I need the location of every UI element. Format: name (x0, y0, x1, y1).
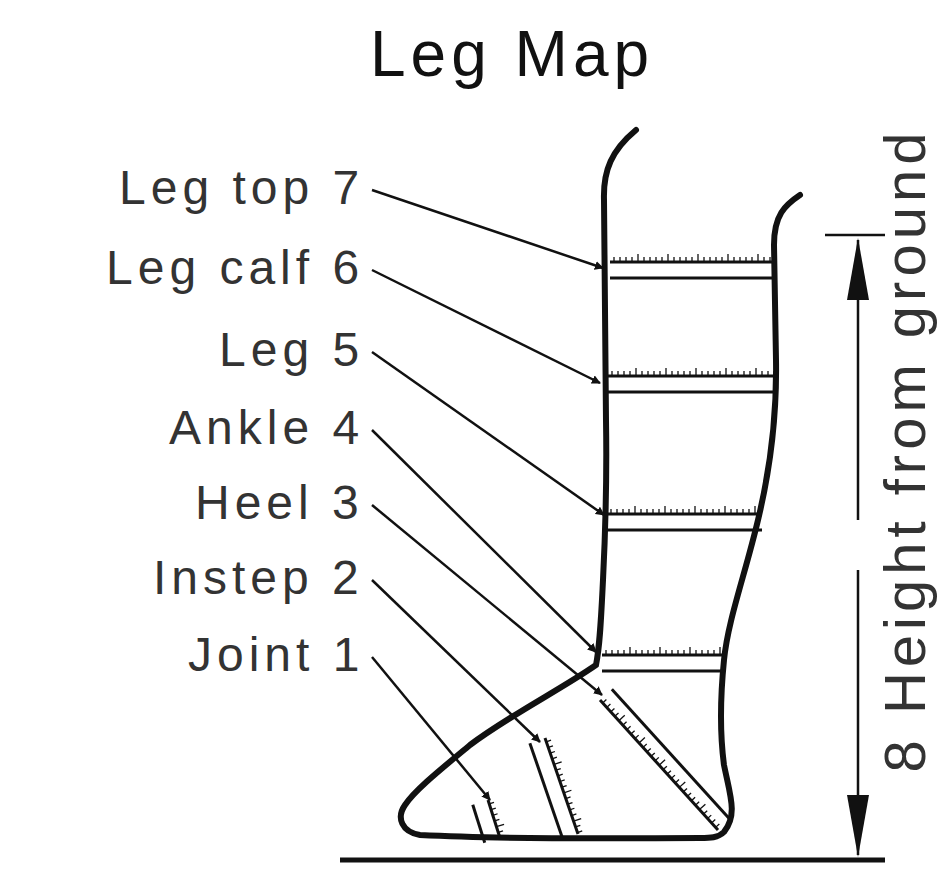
part-label: Instep 2 (153, 554, 364, 602)
dimension-label: 8 Height from ground (876, 128, 934, 773)
part-label: Ankle 4 (169, 404, 364, 452)
leg-outline (401, 130, 700, 838)
part-label: Leg top 7 (119, 164, 364, 212)
part-label: Heel 3 (195, 479, 364, 527)
leg-outline (700, 195, 800, 838)
diagram-title: Leg Map (370, 22, 654, 86)
part-label: Joint 1 (188, 631, 364, 679)
part-label: Leg calf 6 (106, 244, 364, 292)
leader-lines (372, 190, 604, 800)
part-label: Leg 5 (219, 326, 364, 374)
ground-line (340, 858, 885, 863)
